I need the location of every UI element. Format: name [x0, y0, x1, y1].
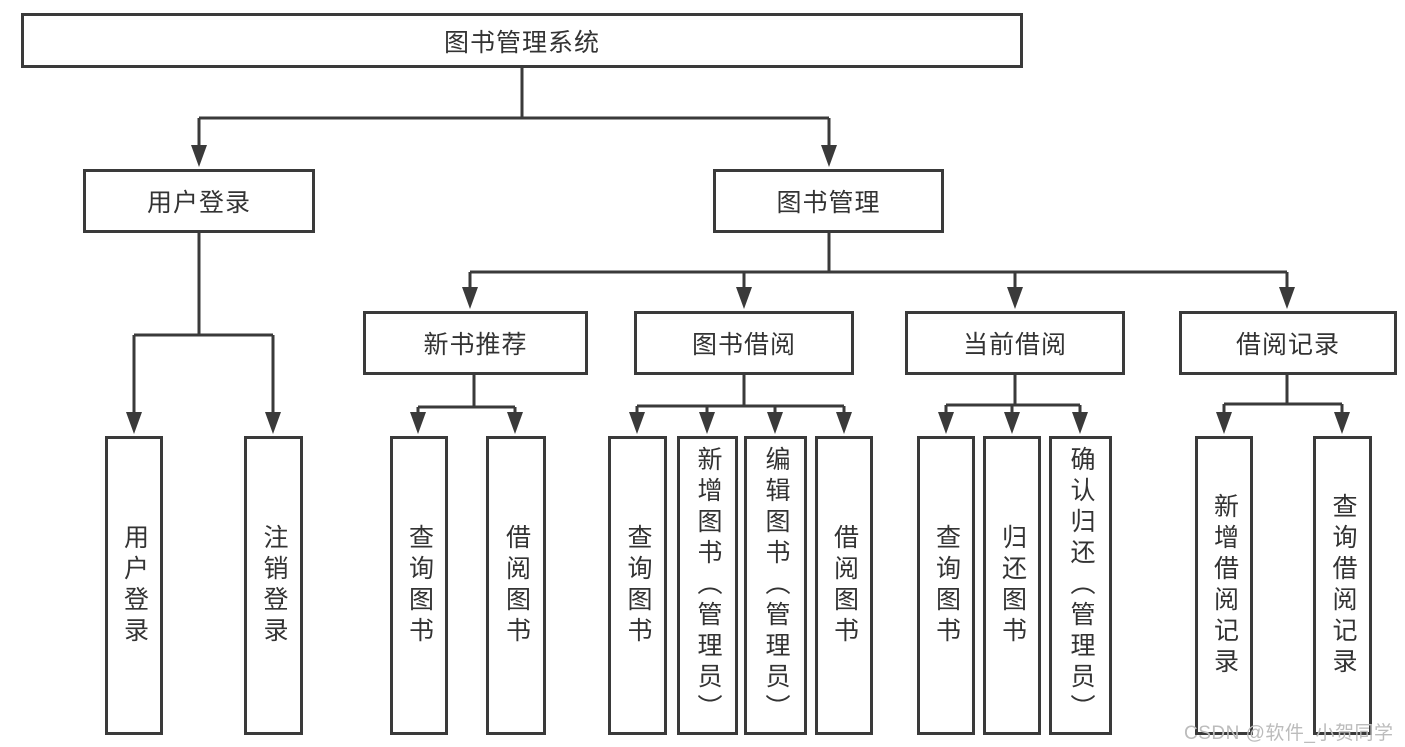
node-user-login: 用户登录: [83, 169, 315, 233]
csdn-watermark: CSDN @软件_小贺同学: [1184, 723, 1394, 744]
leaf-label: 查询图书: [405, 523, 434, 648]
leaf-logout: 注销登录: [244, 436, 303, 735]
leaf-query-book-3: 查询图书: [917, 436, 975, 735]
leaf-label: 查询借阅记录: [1329, 492, 1357, 679]
leaf-label: 用户登录: [120, 523, 149, 648]
node-label: 借阅记录: [1235, 331, 1340, 359]
node-book-borrow: 图书借阅: [634, 311, 854, 375]
leaf-borrow-book-1: 借阅图书: [486, 436, 546, 735]
node-library-management-system: 图书管理系统: [21, 13, 1023, 68]
leaf-user-login: 用户登录: [105, 436, 163, 735]
node-label: 新书推荐: [423, 331, 528, 359]
leaf-label: 归还图书: [998, 523, 1027, 648]
leaf-borrow-book-2: 借阅图书: [815, 436, 873, 735]
node-new-book-recommend: 新书推荐: [363, 311, 588, 375]
leaf-label: 借阅图书: [830, 523, 859, 648]
node-borrow-record: 借阅记录: [1179, 311, 1397, 375]
leaf-query-borrow-record: 查询借阅记录: [1313, 436, 1372, 735]
leaf-label: 查询图书: [624, 523, 652, 648]
leaf-label: 编辑图书（管理员）: [762, 446, 790, 725]
node-label: 当前借阅: [962, 331, 1067, 359]
leaf-add-book-admin: 新增图书（管理员）: [677, 436, 738, 735]
leaf-label: 确认归还（管理员）: [1067, 446, 1095, 725]
leaf-confirm-return-admin: 确认归还（管理员）: [1049, 436, 1112, 735]
node-label: 用户登录: [146, 189, 251, 217]
leaf-edit-book-admin: 编辑图书（管理员）: [744, 436, 807, 735]
node-book-management: 图书管理: [713, 169, 944, 233]
node-current-borrow: 当前借阅: [905, 311, 1125, 375]
leaf-return-book: 归还图书: [983, 436, 1041, 735]
leaf-label: 新增借阅记录: [1210, 492, 1239, 679]
node-label: 图书管理系统: [443, 28, 600, 57]
node-label: 图书管理: [776, 189, 881, 217]
leaf-query-book-2: 查询图书: [608, 436, 667, 735]
leaf-label: 新增图书（管理员）: [694, 446, 722, 725]
leaf-query-book-1: 查询图书: [390, 436, 448, 735]
leaf-label: 注销登录: [260, 523, 288, 648]
arrowheads: [126, 145, 1350, 434]
leaf-label: 借阅图书: [502, 523, 531, 648]
leaf-label: 查询图书: [932, 523, 961, 648]
leaf-add-borrow-record: 新增借阅记录: [1195, 436, 1253, 735]
node-label: 图书借阅: [691, 331, 796, 359]
